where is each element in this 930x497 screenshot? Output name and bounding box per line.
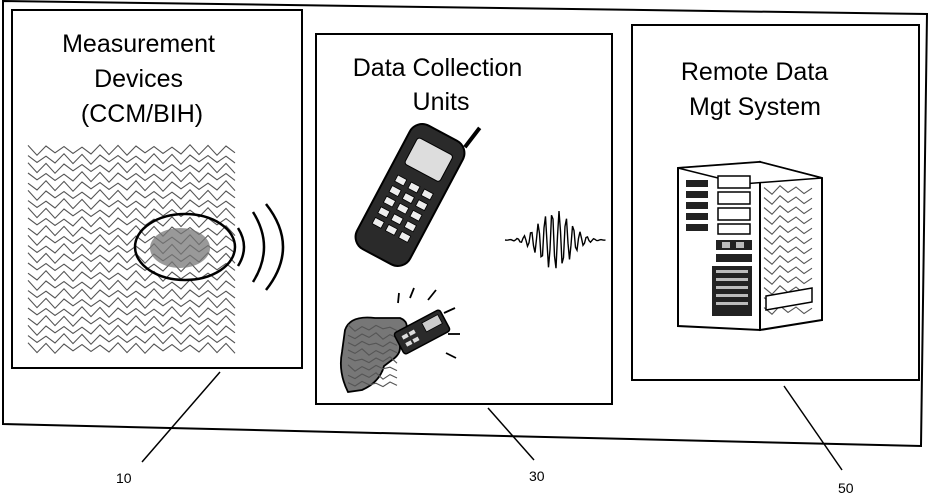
panel-remote-data-mgt-system: Remote Data Mgt System (632, 25, 919, 380)
panel-title-line: Mgt System (689, 93, 821, 121)
reference-numeral: 50 (838, 480, 854, 496)
server-tower-icon (678, 162, 822, 330)
panel-frame (12, 10, 302, 368)
reference-numeral: 10 (116, 470, 132, 486)
panel-title-line: (CCM/BIH) (81, 100, 203, 128)
panel-title-line: Remote Data (681, 58, 828, 86)
panel-title-line: Devices (94, 65, 183, 93)
panel-data-collection-units: Data Collection Units (316, 34, 612, 404)
panel-measurement-devices: Measurement Devices (CCM/BIH) (12, 10, 302, 368)
panel-title-line: Measurement (62, 30, 215, 58)
panel-title-line: Data Collection (353, 54, 523, 82)
reference-numeral: 30 (529, 468, 545, 484)
sensor-spot (150, 228, 210, 268)
panel-title-line: Units (413, 88, 470, 116)
